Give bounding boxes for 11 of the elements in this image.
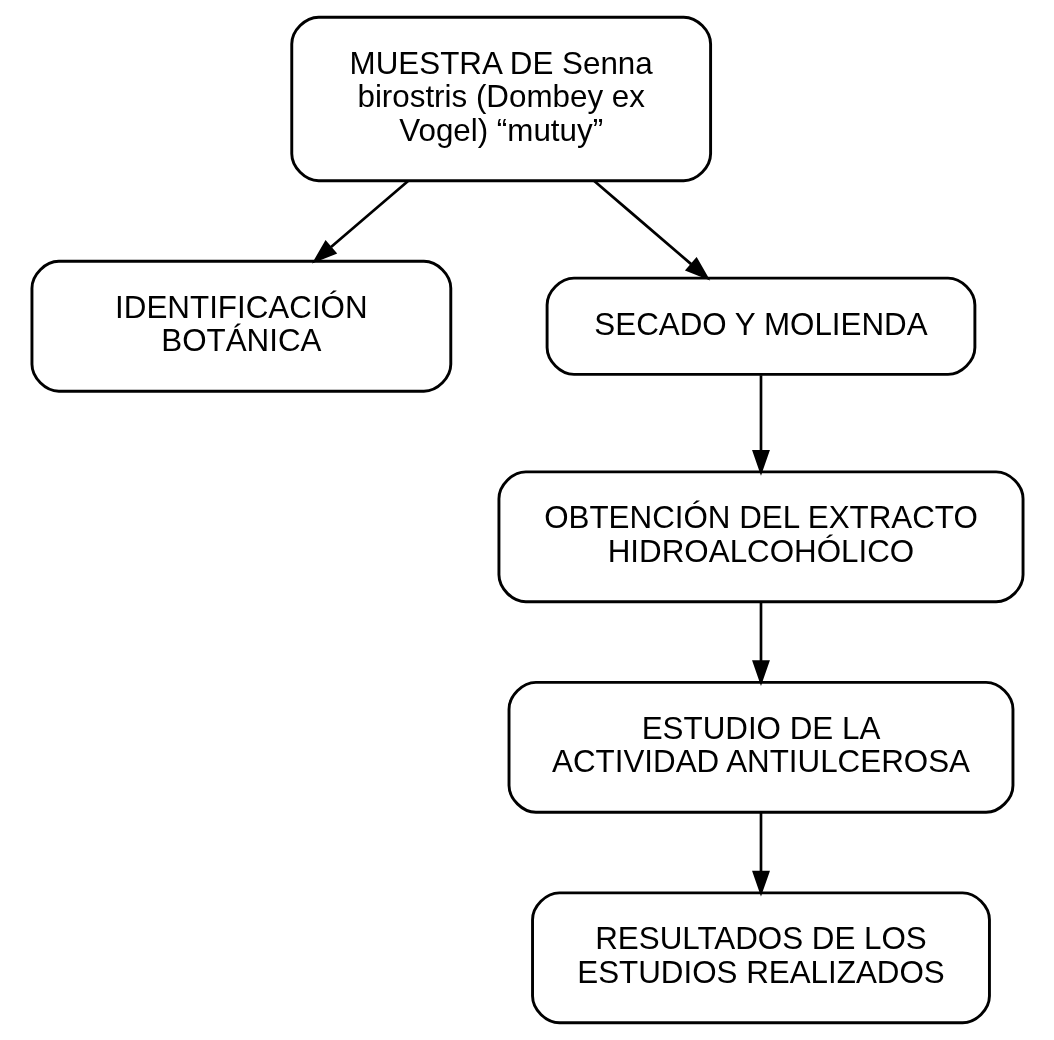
node-box: OBTENCIÓN DEL EXTRACTO HIDROALCOHÓLICO [497,470,1024,604]
node-box: RESULTADOS DE LOS ESTUDIOS REALIZADOS [530,891,991,1025]
arrow [751,375,770,476]
arrow [751,812,770,897]
arrow [751,601,770,686]
arrow [592,179,710,281]
node-box: ESTUDIO DE LA ACTIVIDAD ANTIULCEROSA [507,680,1014,814]
node-box: IDENTIFICACIÓN BOTÁNICA [30,259,452,393]
node-box: SECADO Y MOLIENDA [545,276,976,376]
arrow [311,179,409,264]
node-box: MUESTRA DE Senna birostris (Dombey ex Vogel) “mutuy” [289,15,712,183]
